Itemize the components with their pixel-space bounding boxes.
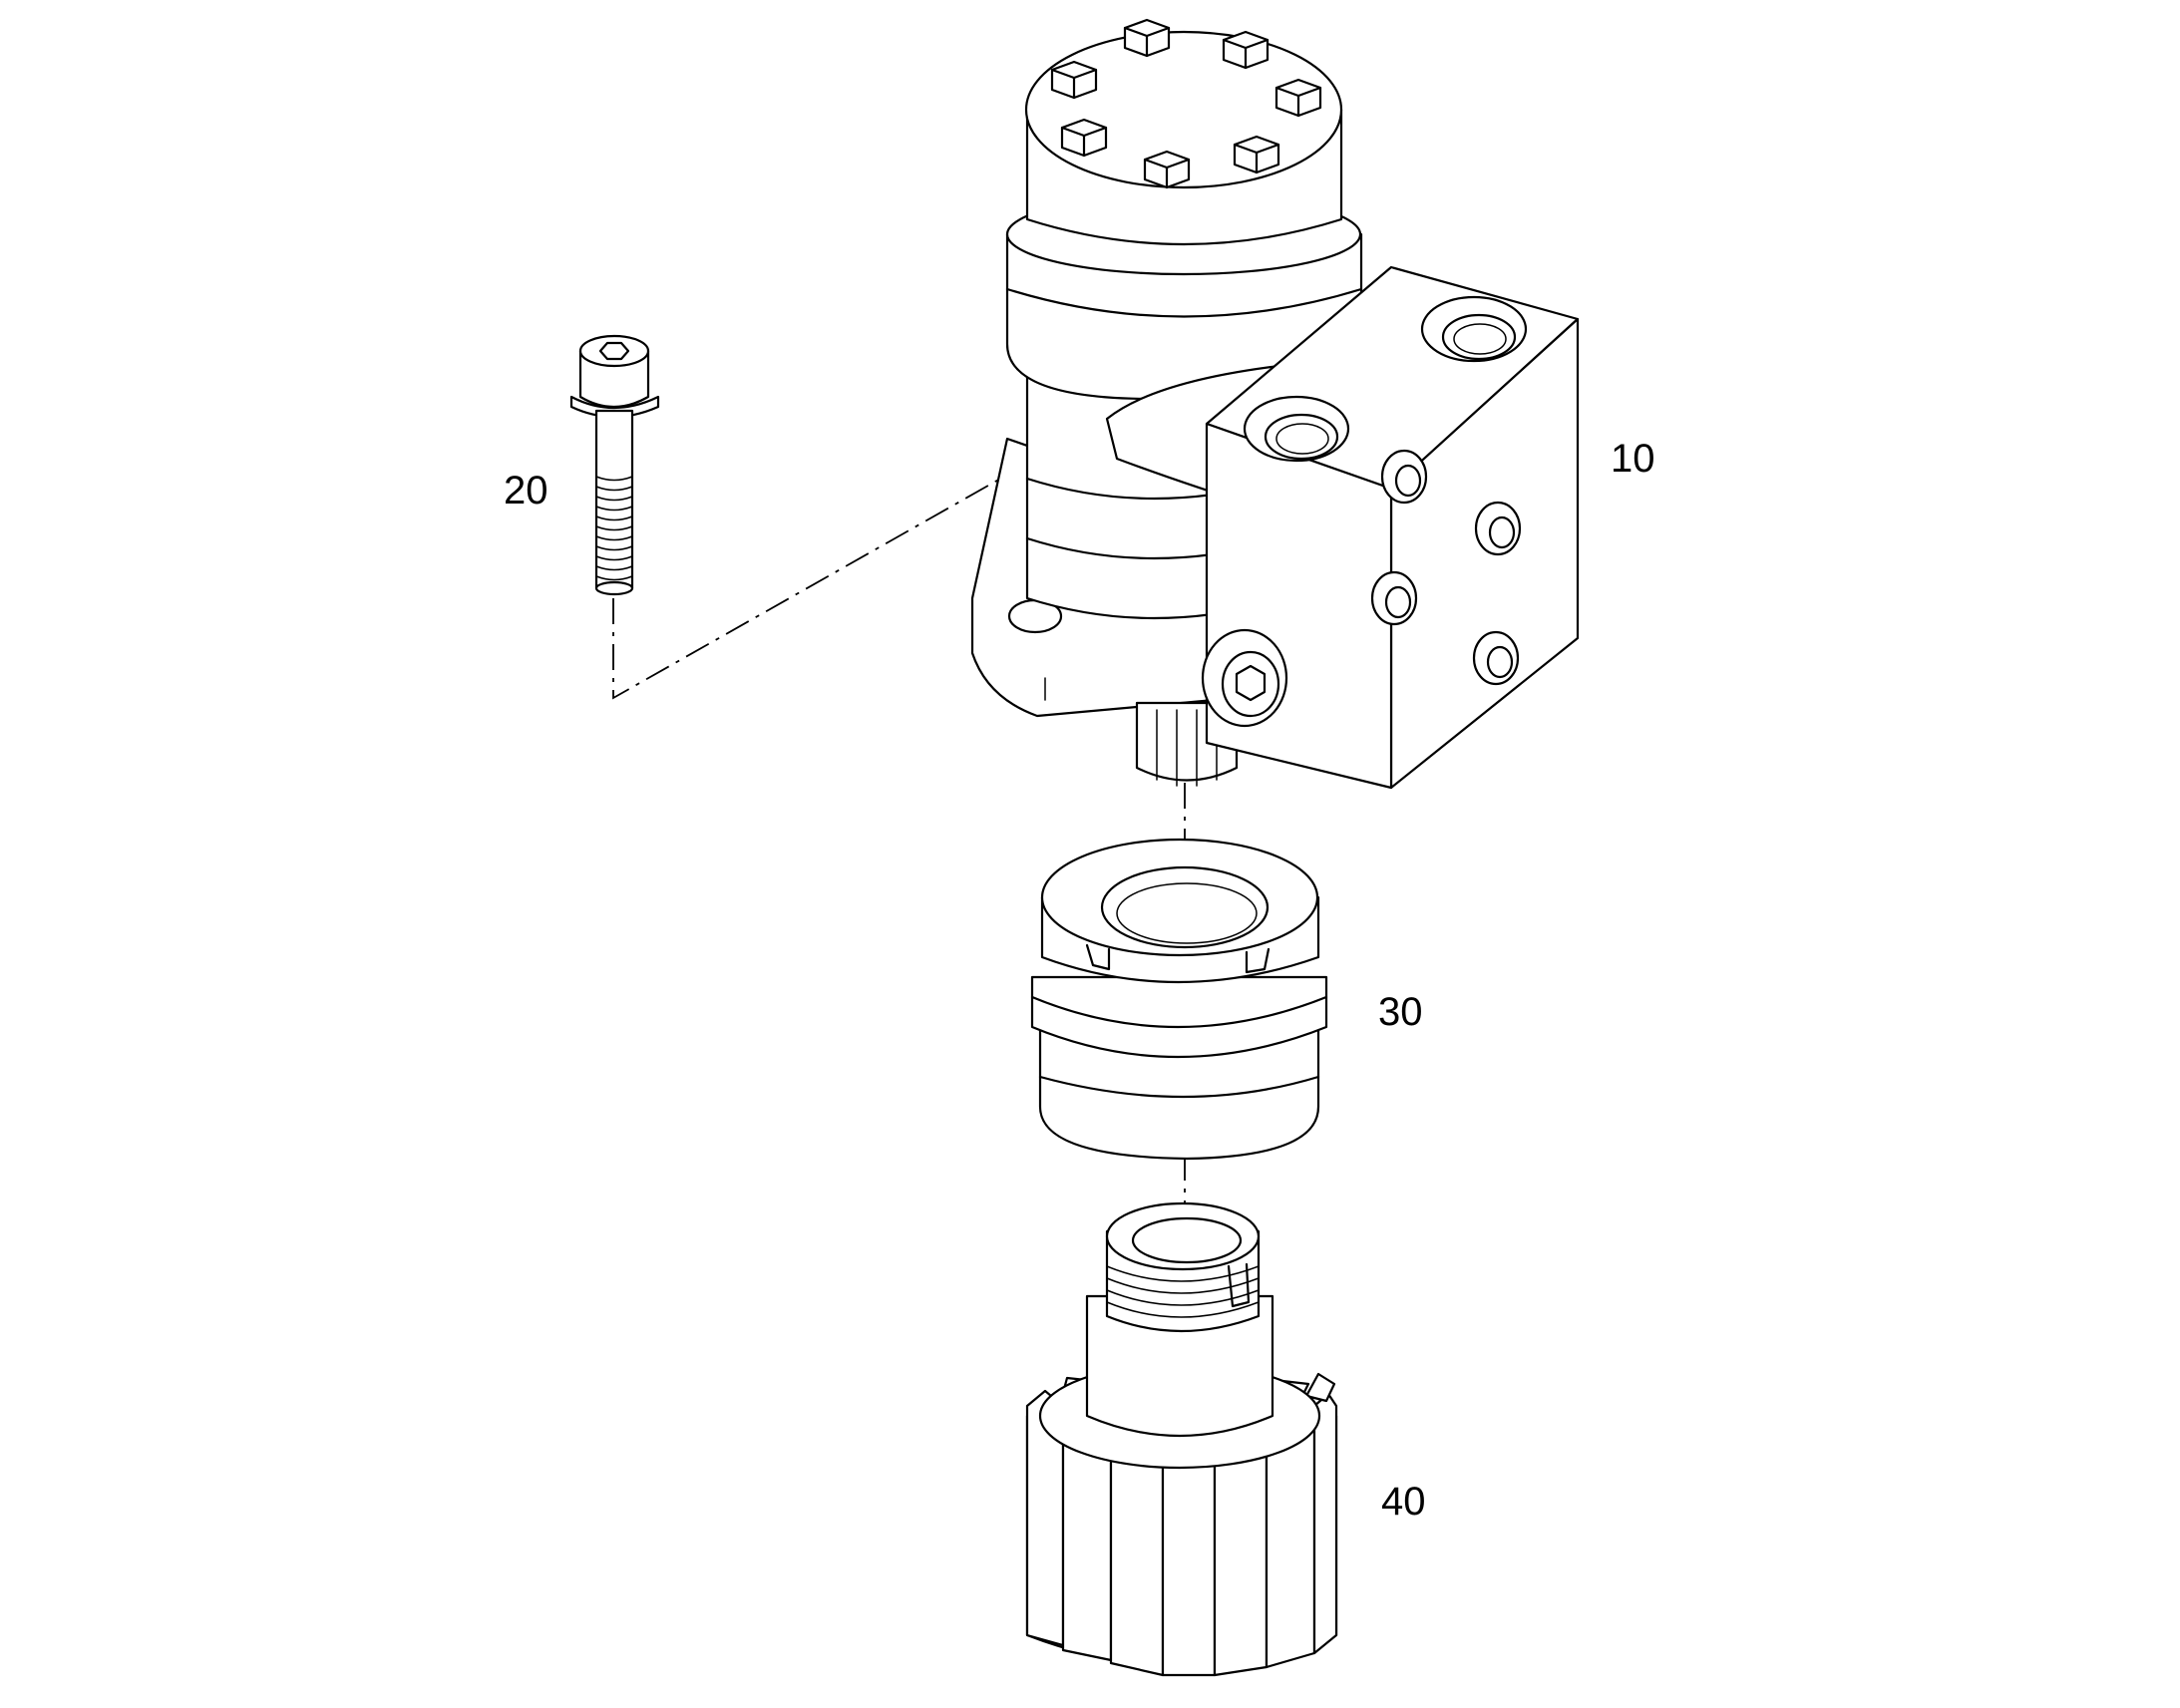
gear-teeth: [1025, 1389, 1338, 1677]
bolt-washer-face: [569, 395, 660, 419]
part-30-bearing-seal: [1030, 838, 1328, 1161]
valve-plug-icon: [1380, 449, 1428, 505]
callout-label-10: 10: [1611, 437, 1655, 481]
callout-labels: 10 20 30 40: [504, 437, 1655, 1524]
seal-mid-groove: [1030, 995, 1328, 1029]
cap-bolt-icon: [1274, 78, 1322, 118]
valve-port-icon: [1243, 395, 1350, 463]
callout-label-40: 40: [1381, 1480, 1426, 1524]
valve-port-icon: [1420, 295, 1528, 363]
valve-block-front-face: [1205, 422, 1393, 790]
part-20-socket-head-bolt: [569, 334, 660, 596]
valve-block: [1201, 265, 1580, 790]
pinion-bore: [1131, 1216, 1243, 1264]
valve-plug-icon: [1370, 570, 1418, 626]
valve-plug-icon: [1472, 630, 1520, 686]
valve-plug-icon: [1474, 501, 1522, 556]
seal-bottom-ring: [1038, 1075, 1320, 1099]
mid-collar-ring: [1005, 287, 1363, 318]
seal-lower-body: [1038, 1015, 1320, 1161]
bolt-threads: [595, 476, 633, 581]
valve-large-plug-icon: [1201, 628, 1288, 728]
bolt-hex-socket-icon: [598, 341, 630, 361]
seal-inner-bore: [1100, 865, 1270, 949]
seal-mid-body: [1030, 975, 1328, 1059]
top-cap-bolts: [1050, 18, 1322, 189]
callout-label-30: 30: [1378, 990, 1423, 1034]
seal-tab-right: [1245, 947, 1271, 974]
part-40-pinion-gear: [1025, 1201, 1338, 1677]
callout-label-20: 20: [504, 469, 548, 512]
part-10-hydraulic-motor: [970, 18, 1580, 790]
guide-line-bolt-to-flange: [612, 459, 1033, 700]
neck-threads: [1106, 1265, 1260, 1318]
seal-inner-lip: [1116, 882, 1258, 944]
cap-bolt-icon: [1123, 18, 1171, 58]
cap-bolt-icon: [1143, 150, 1191, 189]
bolt-tip: [594, 580, 634, 596]
cap-bolt-icon: [1060, 118, 1108, 158]
cap-bolt-icon: [1222, 30, 1270, 70]
pinion-keyway: [1227, 1262, 1251, 1308]
cap-bolt-icon: [1050, 60, 1098, 100]
bolt-head-top: [578, 334, 650, 368]
pinion-shaft: [1085, 1294, 1274, 1438]
cap-bolt-icon: [1233, 135, 1280, 174]
seal-tab-left: [1085, 943, 1111, 971]
